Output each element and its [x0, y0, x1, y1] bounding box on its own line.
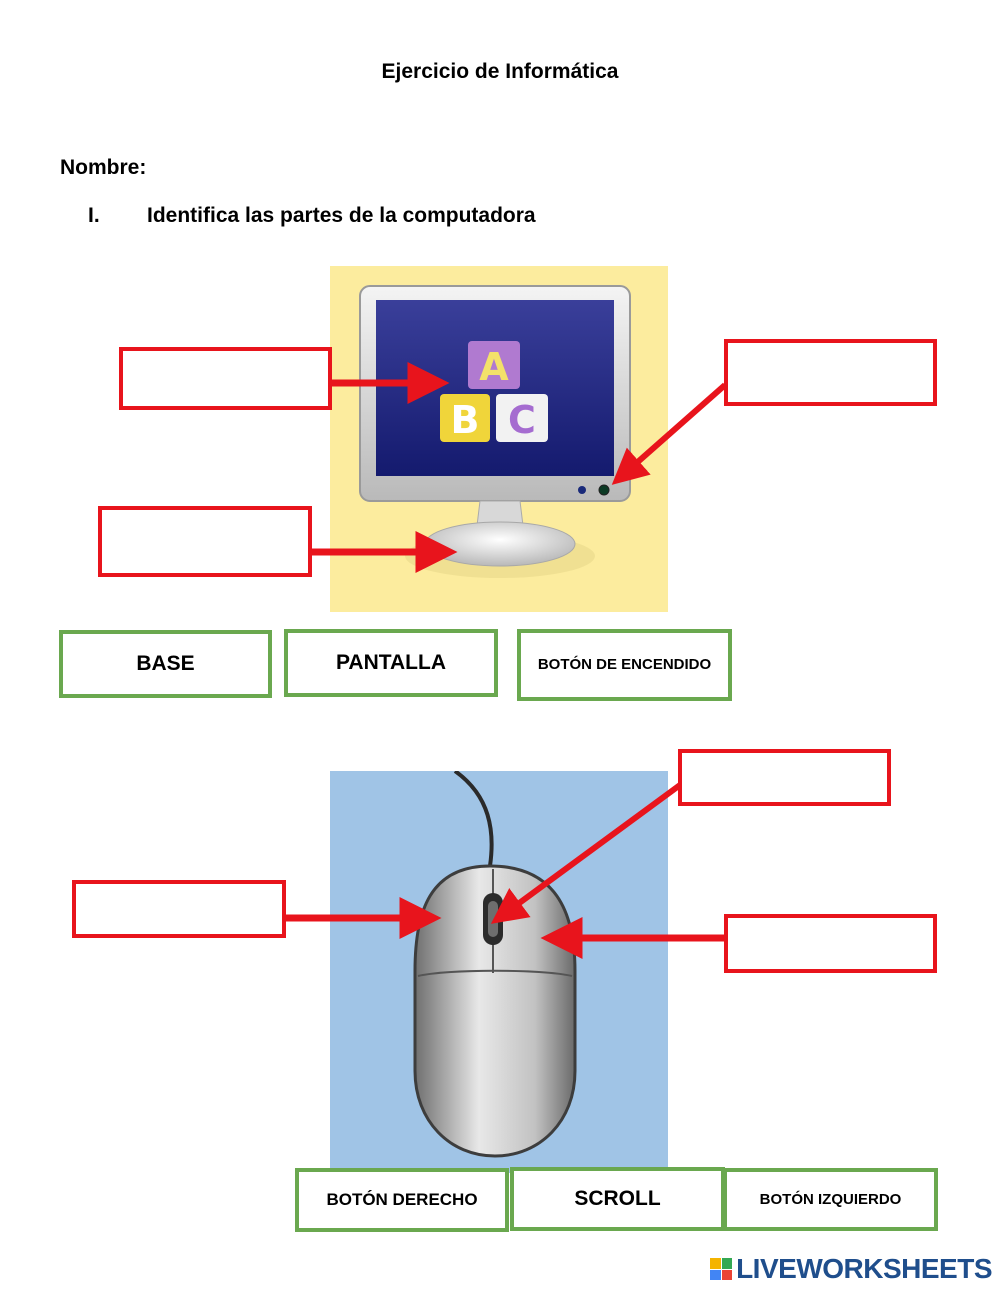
word-option-scroll[interactable]: SCROLL: [510, 1167, 725, 1231]
name-label: Nombre:: [60, 156, 147, 179]
word-option-base[interactable]: BASE: [59, 630, 272, 698]
liveworksheets-brand-text: LIVEWORKSHEETS: [736, 1253, 992, 1284]
liveworksheets-logo: LIVEWORKSHEETS: [710, 1253, 992, 1285]
answer-box-power-button[interactable]: [724, 339, 937, 406]
arrow-to-power-button: [611, 382, 727, 485]
page-title: Ejercicio de Informática: [381, 60, 619, 83]
question-text: Identifica las partes de la computadora: [147, 204, 536, 227]
block-c-letter: C: [508, 398, 536, 442]
block-a-letter: A: [479, 345, 509, 389]
answer-box-screen[interactable]: [119, 347, 332, 410]
answer-box-scroll[interactable]: [678, 749, 891, 806]
word-option-boton-de-encendido[interactable]: BOTÓN DE ENCENDIDO: [517, 629, 732, 701]
block-b-letter: B: [451, 398, 480, 442]
answer-box-left-button[interactable]: [72, 880, 286, 938]
answer-box-right-button[interactable]: [724, 914, 937, 973]
answer-box-base[interactable]: [98, 506, 312, 577]
word-option-pantalla[interactable]: PANTALLA: [284, 629, 498, 697]
word-option-boton-izquierdo[interactable]: BOTÓN IZQUIERDO: [723, 1168, 938, 1231]
arrow-to-scroll: [490, 782, 682, 924]
word-option-boton-derecho[interactable]: BOTÓN DERECHO: [295, 1168, 509, 1232]
liveworksheets-logo-icon: [710, 1258, 733, 1280]
question-number: I.: [88, 204, 100, 227]
mouse-image: [330, 769, 668, 1173]
